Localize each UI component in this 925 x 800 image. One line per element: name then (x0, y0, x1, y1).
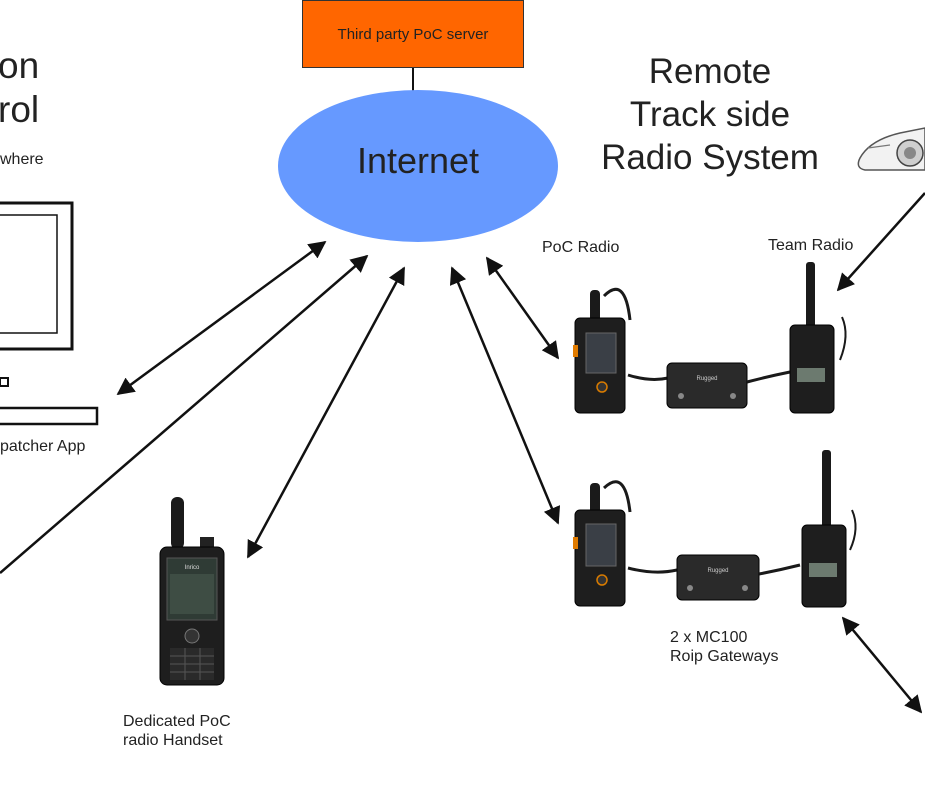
arrow-cloud-handset (246, 266, 406, 559)
gateways-label-line1: 2 x MC100 (670, 629, 748, 646)
gateway-2-brand-text: Rugged (707, 568, 728, 574)
remote-title-line3: Radio System (601, 138, 819, 177)
internet-label: Internet (356, 140, 480, 181)
handset-label-line2: radio Handset (123, 732, 223, 749)
arrow-cloud-poc-radio-2 (449, 266, 561, 525)
team-radio-label: Team Radio (768, 237, 854, 254)
arrow-cloud-poc-radio-1 (485, 256, 560, 360)
left-title-line2: rol (0, 89, 40, 130)
poc-server-label: Third party PoC server (337, 25, 489, 43)
race-car-icon (857, 127, 925, 171)
left-title-sub: where (0, 151, 44, 168)
left-title-line1: on (0, 45, 40, 86)
handset-label-line1: Dedicated PoC (123, 713, 231, 730)
gateways-label-line2: Roip Gateways (670, 648, 779, 665)
remote-title-line1: Remote (648, 52, 772, 91)
monitor-icon (0, 201, 99, 426)
handset-brand-text: Inrico (185, 565, 200, 571)
internet-cloud (278, 90, 558, 242)
arrow-car-team-radio (836, 192, 925, 292)
poc-radio-label: PoC Radio (542, 239, 620, 256)
gateway-assembly-2: Rugged (573, 450, 857, 608)
handset-device: Inrico (159, 497, 225, 686)
arrow-team-radio-offscreen (841, 616, 923, 714)
remote-title-line2: Track side (629, 95, 791, 134)
poc-server-box: Third party PoC server (302, 0, 524, 68)
dispatcher-app-label: patcher App (0, 438, 86, 455)
gateway-assembly-1: Rugged (573, 262, 847, 414)
gateway-1-brand-text: Rugged (696, 376, 717, 382)
